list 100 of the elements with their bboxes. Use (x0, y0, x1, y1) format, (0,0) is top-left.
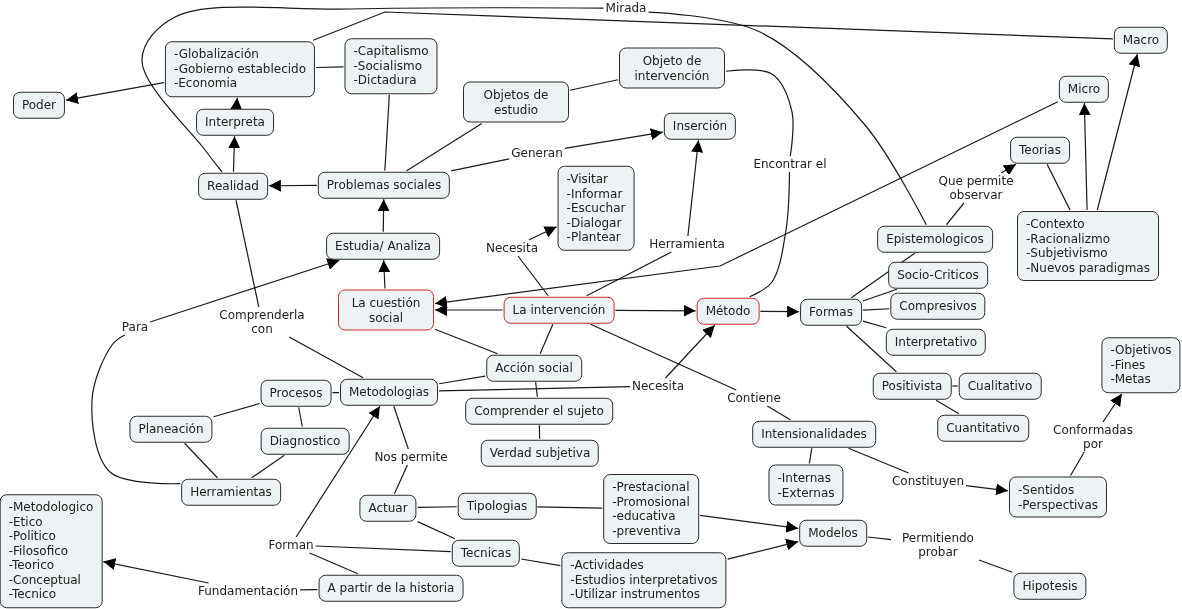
concept-box (799, 519, 867, 547)
list-item: -Informar (566, 186, 624, 201)
concept-box (198, 172, 268, 200)
concept-box (1010, 136, 1070, 164)
arrow (268, 179, 318, 192)
connector-line (520, 558, 561, 567)
concept-label: Formas (809, 304, 853, 320)
linking-phrase: Constituyen (891, 474, 965, 488)
linking-phrase: Nos permite (373, 450, 449, 464)
concept-label: Planeación (138, 421, 204, 437)
connector-line (417, 506, 458, 509)
list-item: -Perspectivas (1017, 497, 1099, 512)
connector-line (331, 391, 340, 394)
concept-label: Compresivos (899, 298, 977, 314)
list-item: -Etico (8, 514, 44, 530)
concept-label: Herramientas (190, 484, 272, 500)
concept-box (800, 298, 862, 326)
concept-box (752, 420, 876, 448)
concept-box (260, 427, 350, 455)
connector-line (862, 308, 890, 311)
connector-line (536, 506, 603, 509)
concept-box (196, 108, 274, 136)
concept-box (12, 91, 66, 119)
arrow (378, 259, 391, 290)
connector-line (299, 588, 319, 591)
list-item: -Politico (8, 529, 57, 544)
connector-line (309, 552, 359, 575)
list-item: -Contexto (1026, 217, 1086, 232)
list-item: -preventiva (612, 523, 682, 538)
list-item: -Metodologico (8, 500, 94, 515)
concept-box (318, 574, 464, 602)
list-box (768, 464, 844, 506)
concept-box (486, 354, 582, 382)
linking-phrase: Fundamentación (197, 584, 299, 598)
list-item: -Externas (777, 485, 835, 500)
list-item: -Racionalizmo (1026, 231, 1112, 246)
concept-box (359, 494, 417, 522)
arrow (65, 82, 165, 104)
connector-line (1046, 163, 1071, 211)
concept-box (451, 539, 521, 567)
arrow (149, 258, 340, 323)
connector-line (434, 328, 499, 355)
connector-line (393, 464, 408, 495)
list-item: -Dictadura (353, 73, 418, 88)
connector-line (569, 79, 619, 91)
concept-label: Procesos (269, 385, 323, 401)
list-item: -Objetivos (1110, 343, 1172, 358)
concept-box (888, 261, 988, 289)
concept-label: Cuantitativo (946, 420, 1020, 436)
arrow (230, 97, 243, 111)
arrow (1096, 53, 1141, 211)
concept-label: Tecnicas (460, 545, 512, 561)
concept-box (872, 372, 952, 400)
concept-box (619, 47, 725, 89)
connector-line (539, 323, 554, 355)
concept-label: Macro (1122, 32, 1160, 48)
connector-line (438, 386, 631, 392)
concept-box (696, 297, 760, 325)
connector-line (647, 11, 927, 226)
list-box (557, 165, 635, 251)
list-item: -Utilizar instrumentos (570, 587, 701, 602)
list-item: -Globalización (173, 47, 260, 62)
connector-line (251, 454, 285, 479)
connector-line (862, 320, 887, 329)
concept-box (181, 478, 281, 506)
concept-label: Problemas sociales (326, 177, 442, 193)
concept-label: Epistemologicos (886, 231, 984, 247)
connector-line (406, 122, 483, 172)
linking-phrase: Contiene (726, 391, 782, 405)
concept-box (457, 492, 537, 520)
arrow (564, 128, 664, 149)
list-box (603, 474, 699, 544)
linking-phrase: Para (120, 320, 150, 334)
connector-line (213, 402, 261, 418)
concept-label: Micro (1067, 81, 1101, 97)
arrow (228, 135, 241, 173)
list-item: -Conceptual (8, 572, 82, 588)
linking-phrase: Mirada (604, 1, 648, 15)
list-item: -Gobierno establecido (173, 61, 307, 77)
concept-label: La intervención (512, 302, 606, 318)
connector-line (978, 559, 1013, 573)
list-box (344, 38, 438, 94)
linking-phrase: Necesita (631, 379, 685, 393)
connector-line (590, 323, 737, 391)
concept-label: Verdad subjetiva (489, 445, 591, 461)
concept-label: Comprender el sujeto (474, 403, 604, 419)
concept-label: Método (705, 303, 751, 319)
list-item: -Actividades (570, 558, 645, 573)
arrow (434, 101, 1059, 308)
list-box (1008, 476, 1108, 518)
concept-label: A partir de la historia (327, 580, 455, 596)
list-item: -Estudios interpretativos (570, 572, 718, 588)
connector-line (951, 385, 959, 387)
list-item: -Capitalismo (353, 44, 429, 59)
connector-line (862, 288, 898, 302)
arrow (965, 483, 1009, 496)
concept-box (317, 171, 451, 199)
connector-line (91, 334, 181, 485)
list-item: -Subjetivismo (1026, 246, 1109, 261)
concept-box (890, 292, 986, 320)
